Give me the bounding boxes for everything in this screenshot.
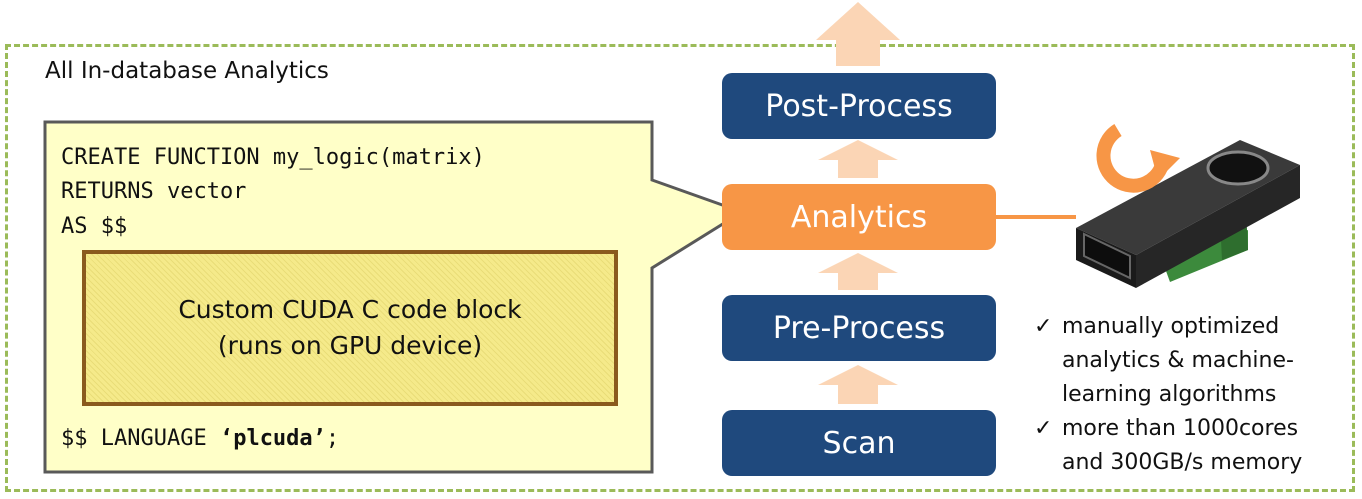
arrow-up-pre-to-analytics: [818, 253, 898, 290]
stage-post-process: Post-Process: [722, 73, 996, 139]
stage-scan: Scan: [722, 410, 996, 476]
code-line-language: $$ LANGUAGE ‘plcuda’;: [61, 422, 339, 456]
code-language-name: ‘plcuda’: [219, 426, 326, 451]
code-language-prefix: $$ LANGUAGE: [61, 426, 220, 451]
gpu-card-icon: [1076, 124, 1300, 288]
feature-line: manually optimized: [1062, 314, 1280, 339]
code-line-create: CREATE FUNCTION my_logic(matrix): [61, 145, 485, 170]
arrow-up-scan-to-pre: [818, 365, 898, 404]
arrow-up-top: [816, 2, 900, 66]
frame-title: All In-database Analytics: [45, 58, 329, 84]
stage-analytics: Analytics: [722, 184, 996, 250]
check-icon: ✓: [1034, 416, 1053, 441]
check-icon: ✓: [1034, 314, 1053, 339]
feature-list: ✓ manually optimized analytics & machine…: [1034, 310, 1302, 480]
analytics-gpu-connector: [996, 215, 1076, 219]
analytics-frame: [5, 44, 1355, 492]
cuda-code-block: Custom CUDA C code block (runs on GPU de…: [82, 250, 618, 406]
code-language-suffix: ;: [325, 426, 340, 451]
cuda-block-line1: Custom CUDA C code block: [178, 295, 522, 324]
feature-item: ✓ manually optimized analytics & machine…: [1034, 310, 1302, 412]
stage-pre-process: Pre-Process: [722, 295, 996, 361]
feature-line: learning algorithms: [1062, 382, 1277, 407]
arrow-up-analytics-to-post: [818, 140, 898, 178]
feature-line: more than 1000cores: [1062, 416, 1299, 441]
feature-item: ✓ more than 1000cores and 300GB/s memory: [1034, 412, 1302, 480]
feature-line: analytics & machine-: [1062, 348, 1294, 373]
feature-line: and 300GB/s memory: [1062, 450, 1303, 475]
code-line-returns: RETURNS vector: [61, 179, 247, 204]
cuda-block-line2: (runs on GPU device): [217, 331, 483, 360]
code-line-as: AS $$: [61, 214, 128, 239]
